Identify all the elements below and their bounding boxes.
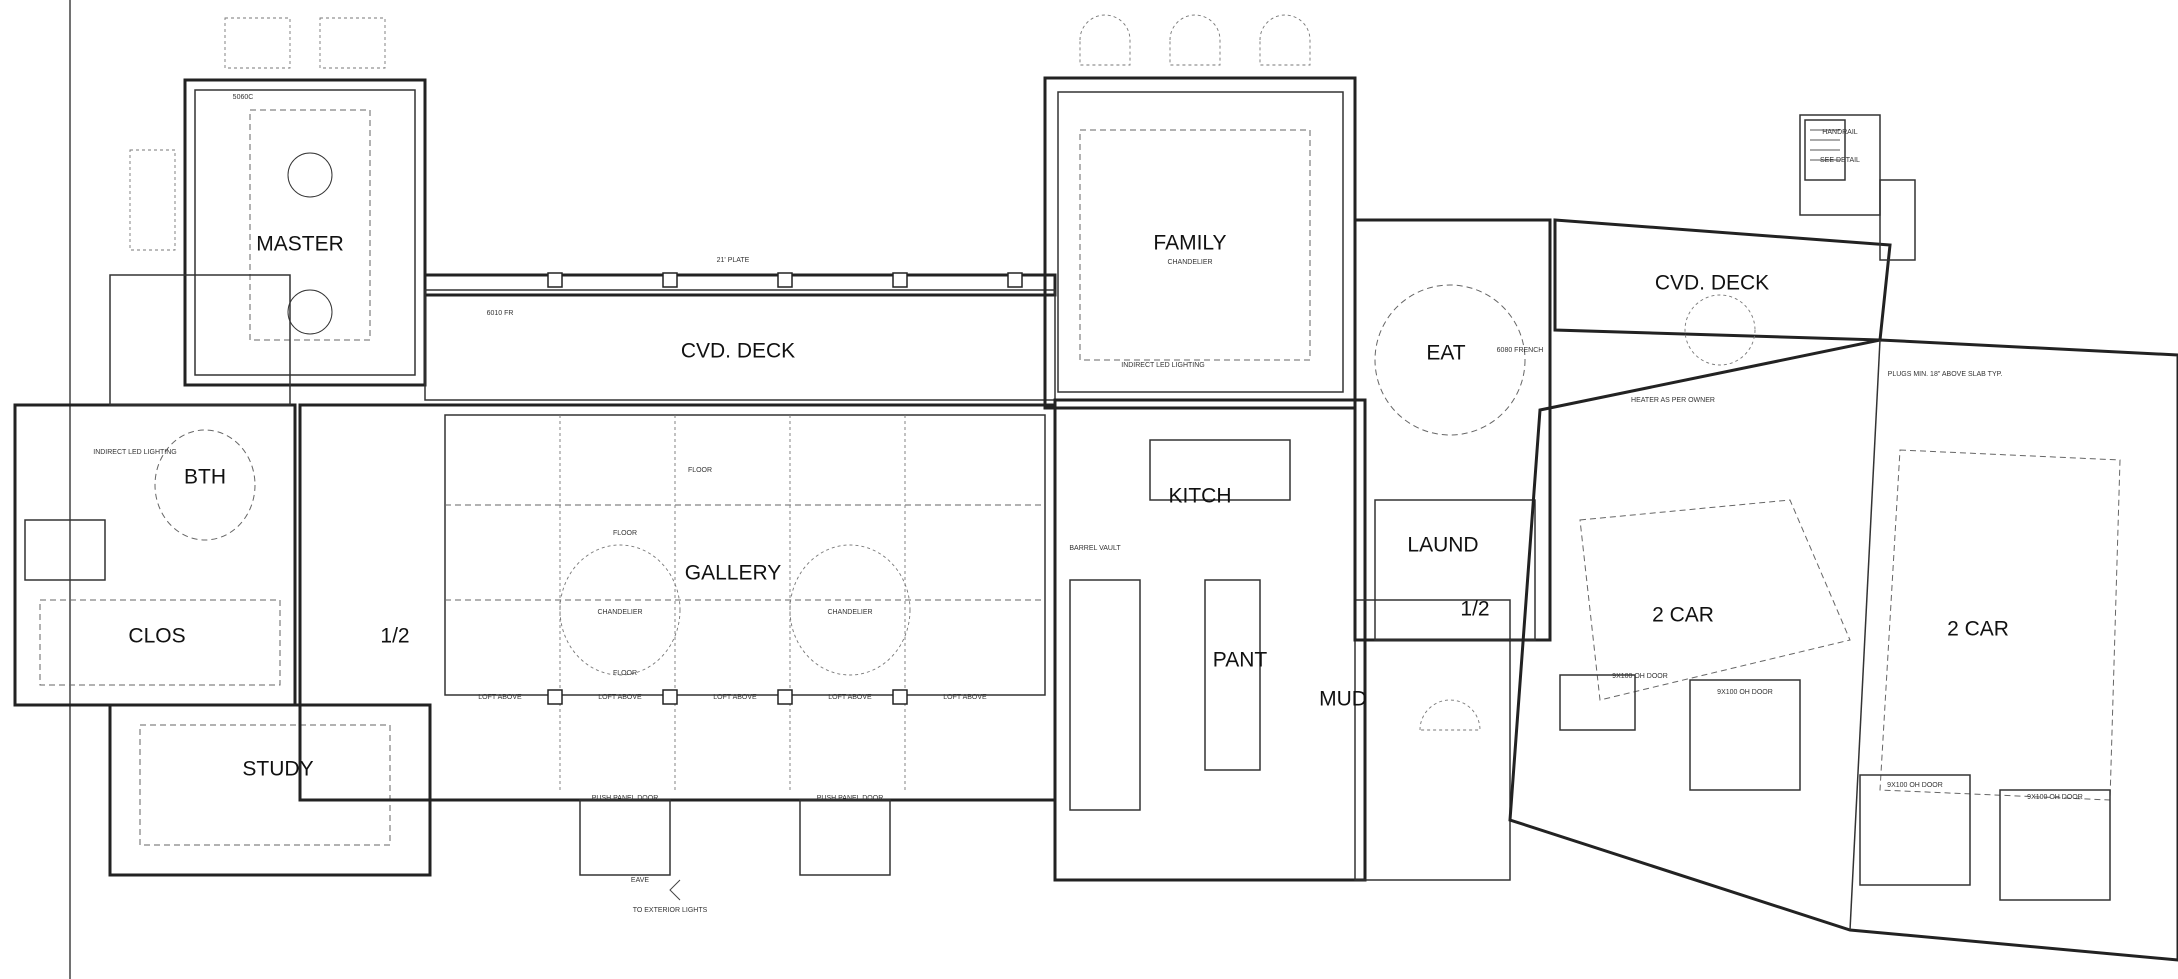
room-label-cvd-deck-garage: CVD. DECK: [1655, 272, 1769, 295]
note-chandelier-gallery-2: CHANDELIER: [827, 609, 872, 616]
note-loft-4: LOFT ABOVE: [828, 694, 872, 701]
note-floor-2: FLOOR: [613, 530, 637, 537]
gallery-wing: [298, 272, 1057, 876]
note-push-panel-2: PUSH PANEL DOOR: [817, 795, 884, 802]
note-loft-5: LOFT ABOVE: [943, 694, 987, 701]
garage: [1508, 338, 2178, 962]
room-label-gallery: GALLERY: [685, 562, 782, 585]
room-label-garage-right: 2 CAR: [1947, 618, 2009, 641]
note-garage-door-3: 9X100 OH DOOR: [1887, 782, 1943, 789]
note-loft-3: LOFT ABOVE: [713, 694, 757, 701]
note-family-chandelier: CHANDELIER: [1167, 259, 1212, 266]
note-eave: EAVE: [631, 877, 649, 884]
note-loft-2: LOFT ABOVE: [598, 694, 642, 701]
bath-closet-wing: [13, 274, 432, 877]
note-floor-3: FLOOR: [613, 670, 637, 677]
room-label-clos: CLOS: [128, 625, 185, 648]
room-label-mud: MUD: [1319, 688, 1367, 711]
room-label-kitch: KITCH: [1169, 485, 1232, 508]
room-label-family: FAMILY: [1153, 232, 1226, 255]
note-chandelier-gallery-1: CHANDELIER: [597, 609, 642, 616]
garage-deck: [1553, 114, 1916, 366]
note-garage-door-2: 9X100 OH DOOR: [1717, 689, 1773, 696]
room-label-half-bath-left: 1/2: [380, 625, 409, 648]
master-wing: [129, 17, 427, 387]
room-label-cvd-deck-main: CVD. DECK: [681, 340, 795, 363]
note-handrail: HANDRAIL: [1822, 129, 1858, 136]
room-label-bth: BTH: [184, 466, 226, 489]
room-label-study: STUDY: [242, 758, 313, 781]
note-push-panel-1: PUSH PANEL DOOR: [592, 795, 659, 802]
note-floor-1: FLOOR: [688, 467, 712, 474]
note-barrel-vault: BARREL VAULT: [1069, 545, 1121, 552]
eat-laundry-wing: [1353, 218, 1552, 642]
room-label-master: MASTER: [256, 233, 344, 256]
note-french: 6080 FRENCH: [1497, 347, 1544, 354]
room-label-garage-left: 2 CAR: [1652, 604, 1714, 627]
note-heater: HEATER AS PER OWNER: [1631, 397, 1715, 404]
note-exterior-lights: TO EXTERIOR LIGHTS: [633, 907, 708, 914]
room-label-pant: PANT: [1213, 649, 1268, 672]
room-label-eat: EAT: [1426, 342, 1465, 365]
note-indirect-led-family: INDIRECT LED LIGHTING: [1121, 362, 1205, 369]
room-label-laund: LAUND: [1407, 534, 1478, 557]
room-label-half-bath-right: 1/2: [1460, 598, 1489, 621]
note-garage-door-4: 9X100 OH DOOR: [2027, 794, 2083, 801]
note-window-b: 5060C: [233, 94, 254, 101]
note-see-detail: SEE DETAIL: [1820, 157, 1860, 164]
note-plate: 21' PLATE: [717, 257, 750, 264]
note-loft-1: LOFT ABOVE: [478, 694, 522, 701]
family-wing: [1043, 14, 1357, 410]
note-plugs: PLUGS MIN. 18" ABOVE SLAB TYP.: [1888, 371, 2003, 378]
note-indirect-led-bath: INDIRECT LED LIGHTING: [93, 449, 177, 456]
exterior-stairs: [1804, 119, 1846, 181]
note-garage-door-1: 9X100 OH DOOR: [1612, 673, 1668, 680]
note-window-a: 6010 FR: [487, 310, 514, 317]
